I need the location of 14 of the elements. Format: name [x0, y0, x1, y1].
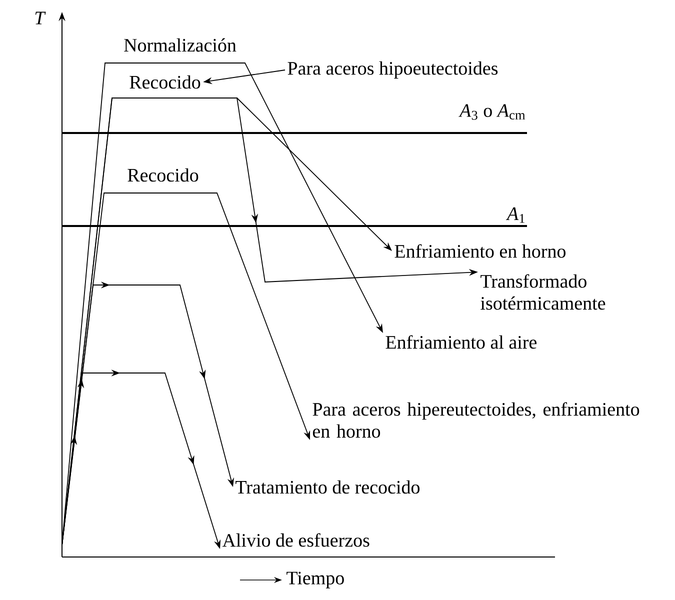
line-label: A$_{1}$	[506, 207, 524, 223]
curve-end-label: Enfriamiento al aire	[386, 335, 536, 349]
curve-end-label: Enfriamiento en horno	[394, 244, 566, 258]
curve-label: Recocido	[128, 168, 198, 182]
curve-end-label: Para aceros hipereutectoides, enfriamiento en horno	[312, 402, 640, 438]
axis-label: T	[35, 12, 46, 24]
curve-end-label: Recocido	[130, 75, 200, 89]
curve-label: Normalización	[124, 38, 236, 52]
curve-end-label: Tratamiento de recocido	[236, 480, 420, 494]
curve-end-label: Alivio de esfuerzos	[222, 533, 370, 547]
curve-end-label: Transformado isotérmicamente	[480, 274, 606, 310]
line-label: A$_{3}$ o A$_{cm}$	[458, 104, 526, 120]
curve-end-label: Para aceros hipoeutectoides	[288, 61, 498, 79]
axis-label: Tiempo	[286, 572, 344, 588]
